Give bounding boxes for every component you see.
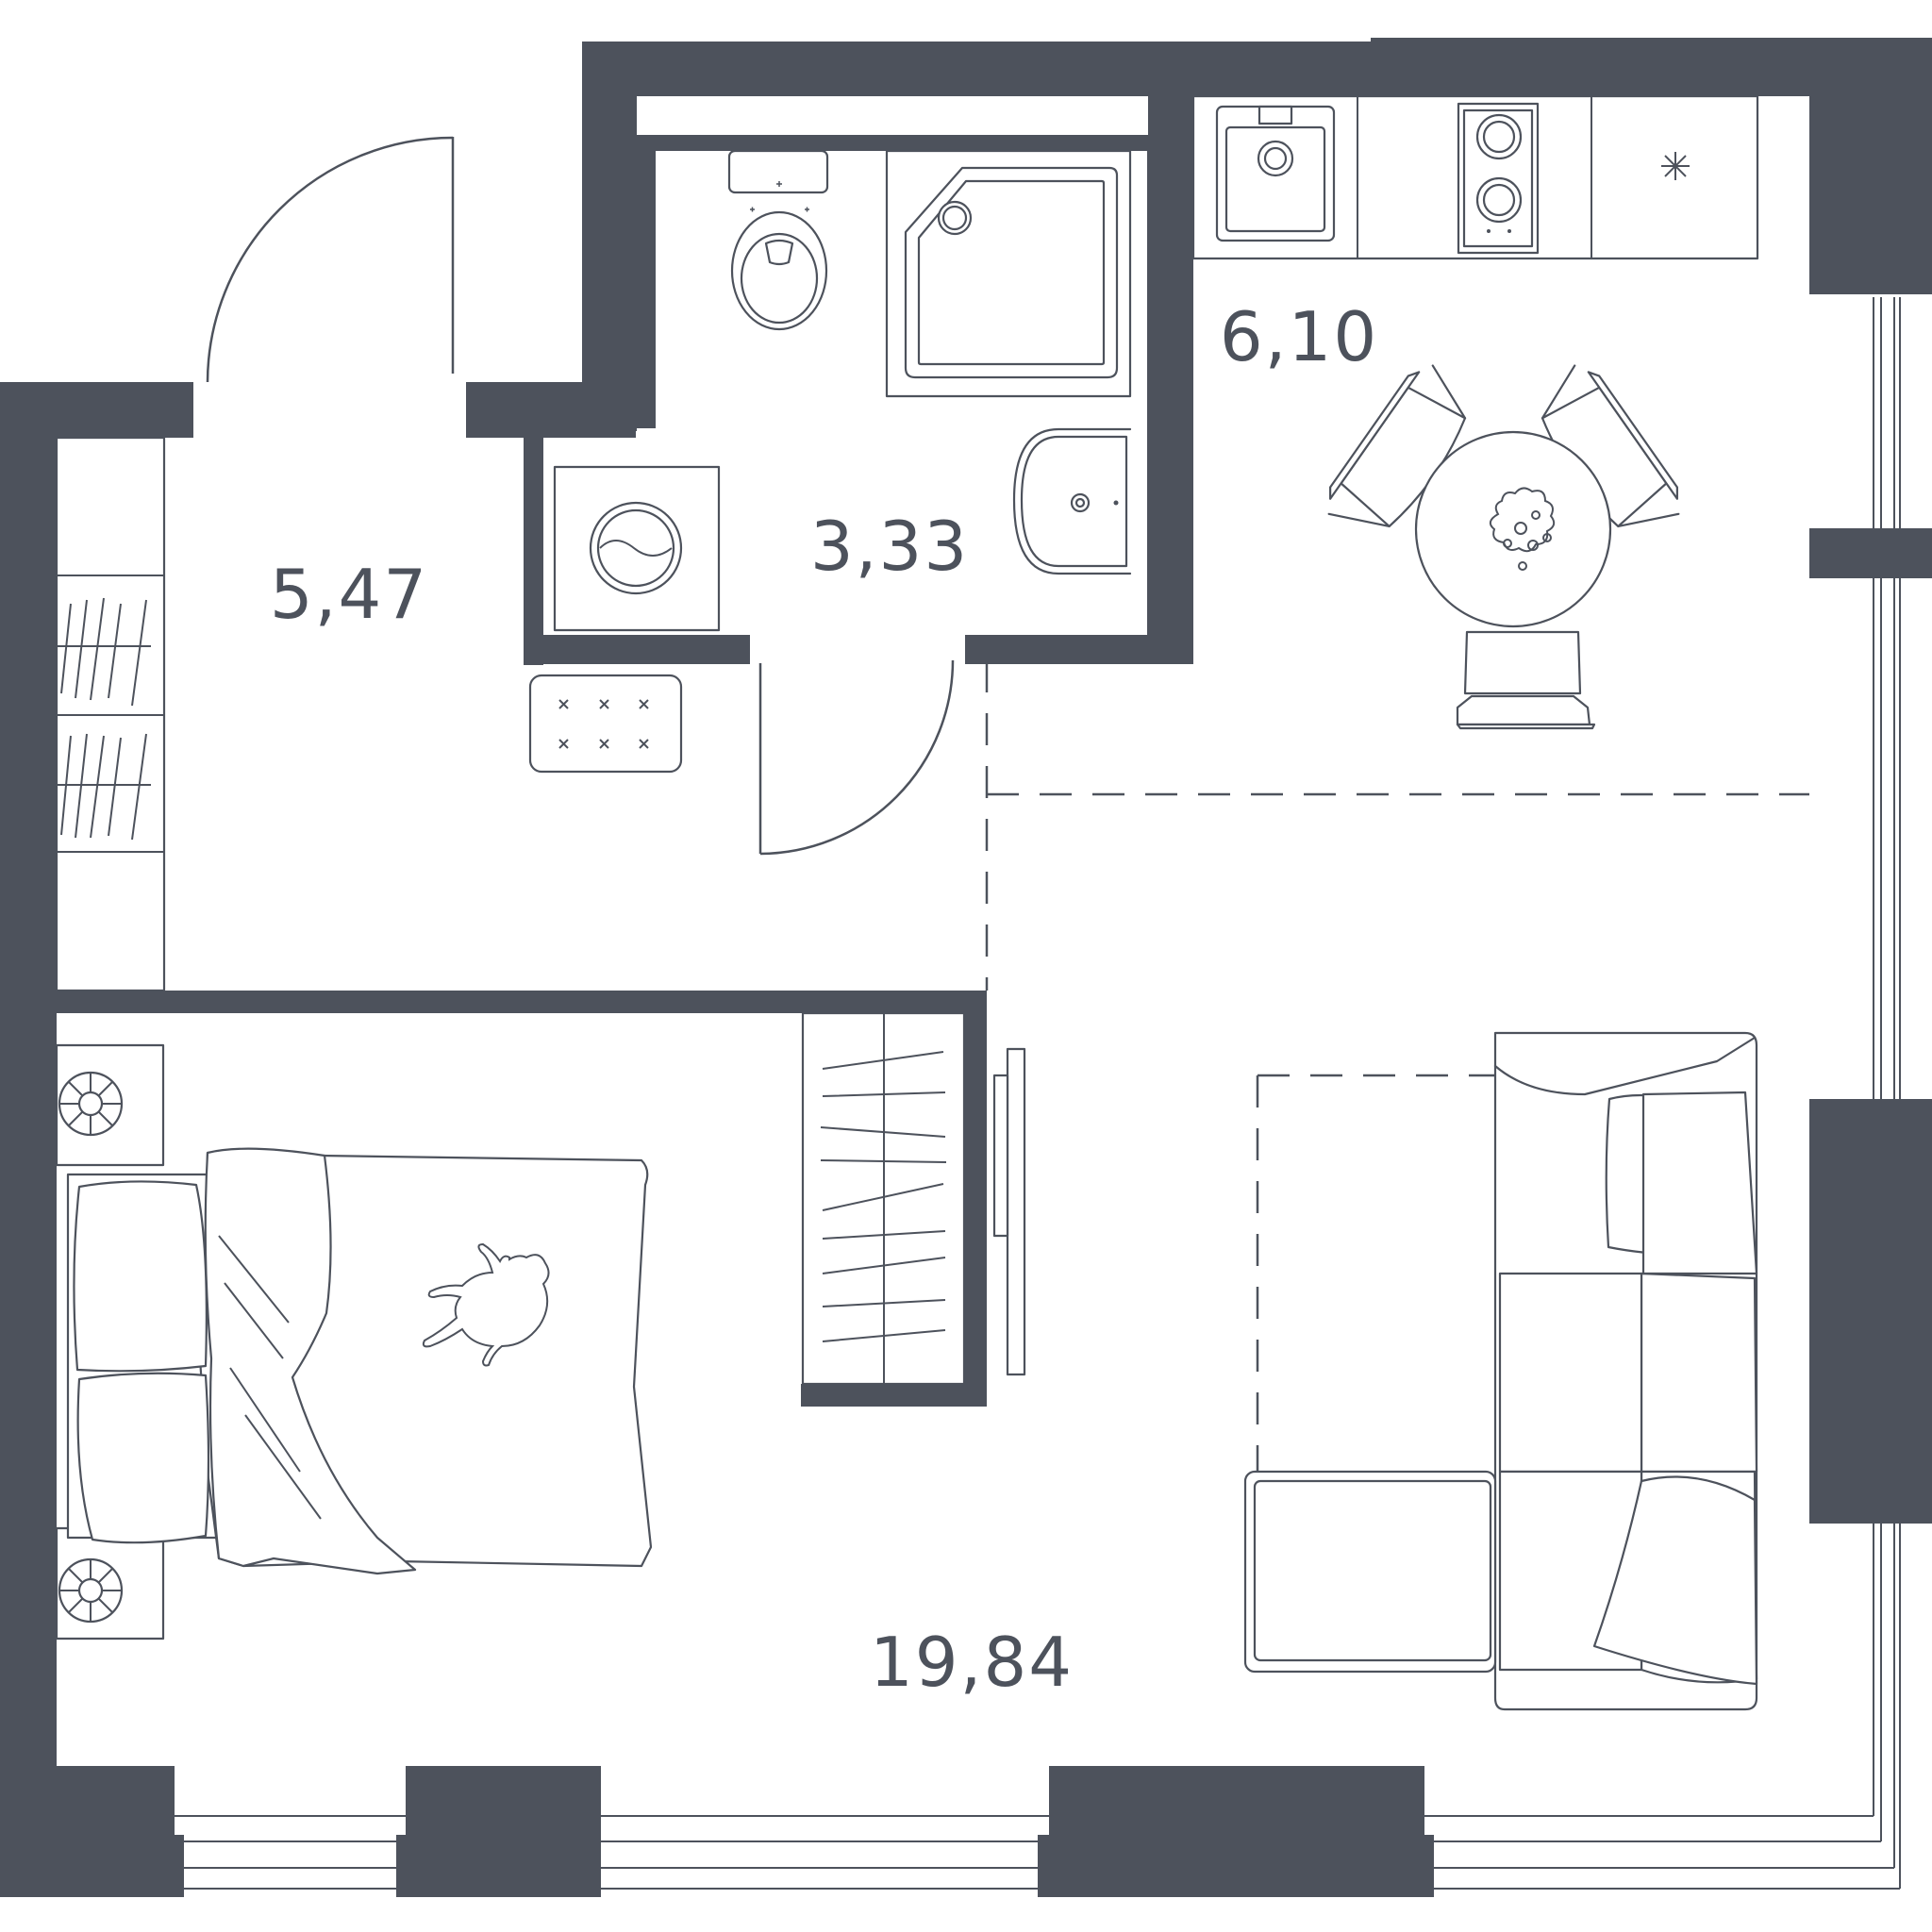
walls [0, 38, 1932, 1897]
rug-outline [1256, 1074, 1500, 1472]
toilet-icon [727, 149, 829, 331]
washbasin-icon [1012, 427, 1132, 575]
living-room-area-label: 19,84 [870, 1623, 1074, 1702]
cooktop-icon [1457, 102, 1540, 255]
door-swing-icon [206, 136, 455, 383]
shower-tray-icon [885, 149, 1132, 398]
cat-icon [422, 1242, 550, 1367]
flower-vase-icon [1489, 487, 1556, 571]
chair-icon [1456, 630, 1596, 730]
sink-icon [1215, 105, 1336, 242]
sofa-icon [1243, 1031, 1758, 1711]
door-swing-icon [758, 659, 955, 856]
pillow-icon [73, 1180, 210, 1544]
wardrobe-icon [801, 1011, 966, 1386]
bathroom-area-label: 3,33 [810, 507, 969, 586]
dining-table-icon [1414, 430, 1612, 628]
fridge-icon [1661, 152, 1690, 180]
bed-blanket [204, 1147, 417, 1575]
chair-icon [1541, 364, 1680, 528]
doormat-icon [528, 674, 683, 774]
lamp-icon [58, 1071, 124, 1624]
kitchen-area-label: 6,10 [1220, 297, 1378, 376]
hallway-area-label: 5,47 [270, 555, 428, 634]
tv-icon [992, 1047, 1026, 1376]
wardrobe-icon [55, 436, 166, 992]
washing-machine-icon [553, 465, 721, 632]
